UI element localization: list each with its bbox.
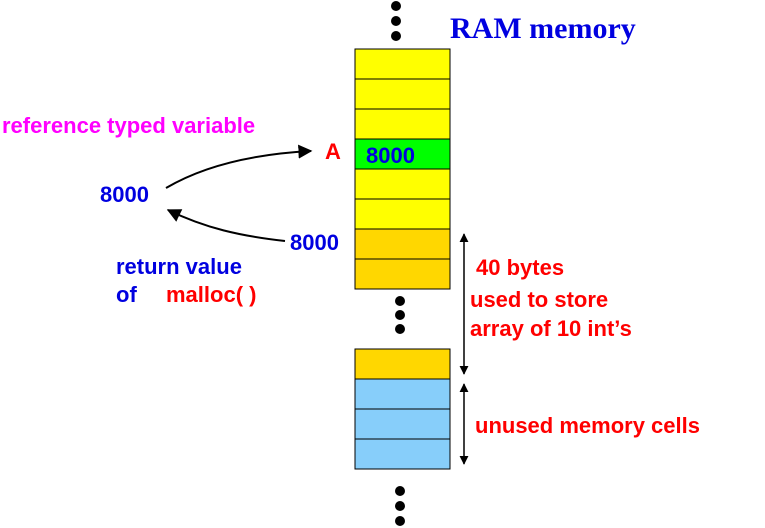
memory-cell — [354, 48, 451, 80]
reference-typed-variable-label: reference typed variable — [2, 113, 255, 138]
used-label-line2: array of 10 int’s — [470, 316, 632, 341]
copied-value: 8000 — [100, 182, 149, 207]
array-cell — [354, 348, 451, 380]
return-arrow — [166, 209, 286, 242]
title: RAM memory — [450, 12, 636, 45]
malloc-label: malloc( ) — [166, 282, 256, 307]
memory-cell — [354, 108, 451, 140]
unused-cell — [354, 408, 451, 440]
assign-arrow — [165, 144, 313, 189]
array-cell — [354, 228, 451, 260]
used-label-line1: used to store — [470, 287, 608, 312]
unused-cell — [354, 378, 451, 410]
cell-value: 8000 — [366, 143, 415, 168]
ellipsis-top — [391, 1, 401, 41]
variable-name: A — [325, 139, 341, 164]
memory-block-upper — [354, 48, 451, 290]
return-value-label: return value — [116, 254, 242, 279]
memory-cell — [354, 198, 451, 230]
memory-cell — [354, 168, 451, 200]
returned-value: 8000 — [290, 230, 339, 255]
array-cell — [354, 258, 451, 290]
return-value-of-label: of — [116, 282, 137, 307]
bytes-label: 40 bytes — [476, 255, 564, 280]
memory-cell-variable-a — [354, 138, 451, 170]
unused-cell — [354, 438, 451, 470]
ellipsis-middle — [395, 296, 405, 334]
ellipsis-bottom — [395, 486, 405, 526]
memory-block-lower — [354, 348, 451, 470]
unused-label: unused memory cells — [475, 413, 700, 438]
memory-cell — [354, 78, 451, 110]
